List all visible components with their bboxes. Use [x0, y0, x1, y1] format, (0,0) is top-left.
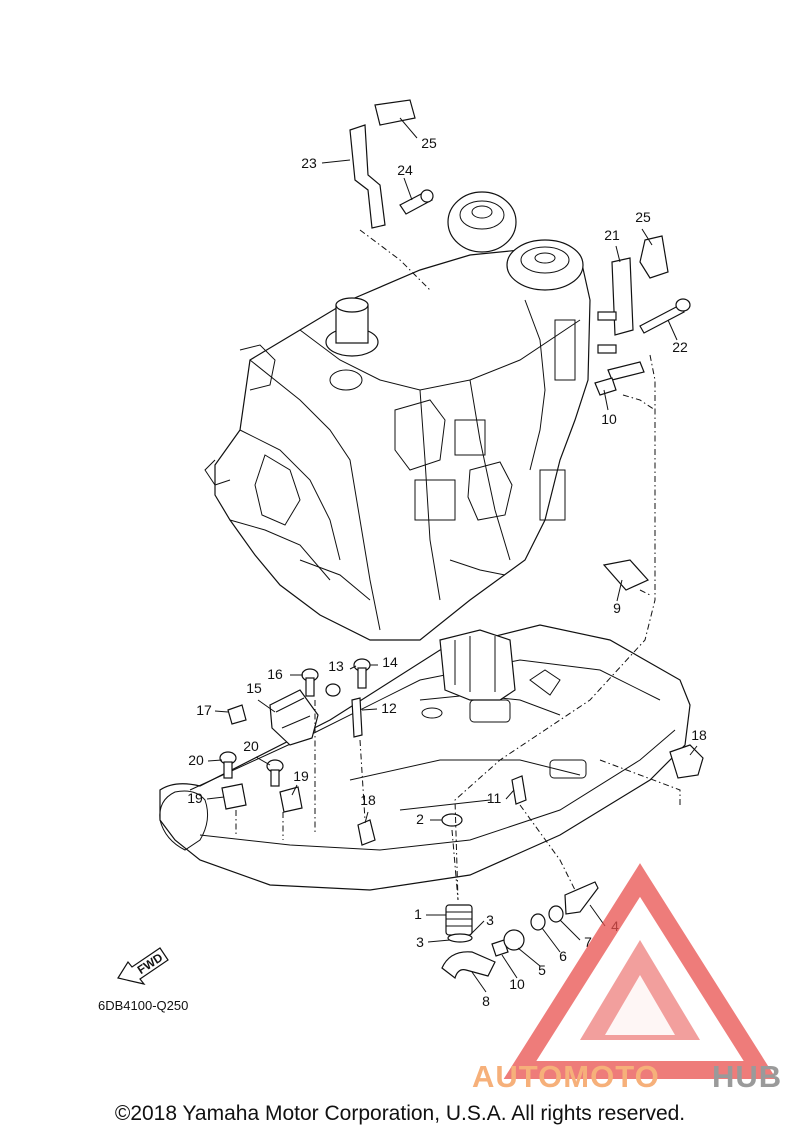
callout-label: 19: [187, 790, 203, 806]
callout-label: 1: [414, 906, 422, 922]
callout-label: 25: [421, 135, 437, 151]
callout-label: 10: [509, 976, 525, 992]
watermark-text-1: AUTOMOTO: [472, 1059, 660, 1094]
diagram-code: 6DB4100-Q250: [98, 998, 188, 1013]
leader-lines: [206, 117, 698, 993]
callout-label: 20: [243, 738, 259, 754]
callout-label: 3: [416, 934, 424, 950]
callout-label: 8: [482, 993, 490, 1009]
callout-label: 7: [584, 934, 592, 950]
callout-label: 17: [196, 702, 212, 718]
engine-block: [204, 191, 591, 641]
callout-label: 25: [635, 209, 651, 225]
callout-label: 22: [672, 339, 688, 355]
watermark-text-2: HUB: [712, 1059, 782, 1094]
callout-label: 10: [601, 411, 617, 427]
callout-label: 12: [381, 700, 397, 716]
callout-label: 14: [382, 654, 398, 670]
callout-label: 21: [604, 227, 620, 243]
fwd-arrow: FWD: [117, 947, 169, 985]
callout-label: 6: [559, 948, 567, 964]
callout-label: 3: [486, 912, 494, 928]
callout-label: 13: [328, 658, 344, 674]
bottom-cowling: [159, 624, 691, 891]
callout-label: 19: [293, 768, 309, 784]
callout-label: 5: [538, 962, 546, 978]
callout-label: 20: [188, 752, 204, 768]
callout-label: 23: [301, 155, 317, 171]
small-parts: [219, 99, 704, 980]
callout-label: 18: [360, 792, 376, 808]
fwd-arrow-icon: [117, 947, 169, 985]
callout-label: 24: [397, 162, 413, 178]
callout-label: 16: [267, 666, 283, 682]
watermark-triangle-icon: [503, 863, 777, 1079]
callout-label: 2: [416, 811, 424, 827]
copyright-notice: ©2018 Yamaha Motor Corporation, U.S.A. A…: [114, 1102, 686, 1125]
callout-label: 18: [691, 727, 707, 743]
callout-label: 11: [487, 790, 502, 806]
watermark-logo: AUTOMOTO HUB: [472, 863, 782, 1094]
callout-label: 15: [246, 680, 262, 696]
callout-label: 9: [613, 600, 621, 616]
